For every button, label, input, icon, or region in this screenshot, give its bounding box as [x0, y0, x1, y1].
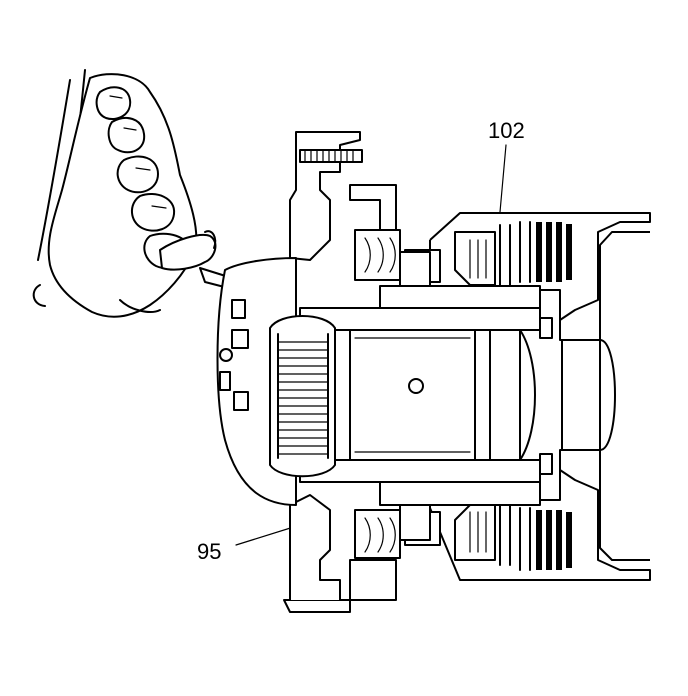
splined-bearing	[269, 315, 336, 478]
clutch-plates-upper	[499, 221, 572, 291]
leader-line-102	[499, 144, 507, 213]
central-shaft	[299, 307, 553, 483]
hand-with-air-nozzle	[32, 69, 291, 318]
seal-rings	[349, 184, 401, 601]
shaft-bore-hole	[408, 378, 424, 394]
callout-label-95: 95	[197, 539, 222, 564]
callout-label-102: 102	[488, 118, 525, 143]
upper-seal-assembly	[379, 251, 541, 541]
clutch-plates-lower	[499, 499, 572, 571]
